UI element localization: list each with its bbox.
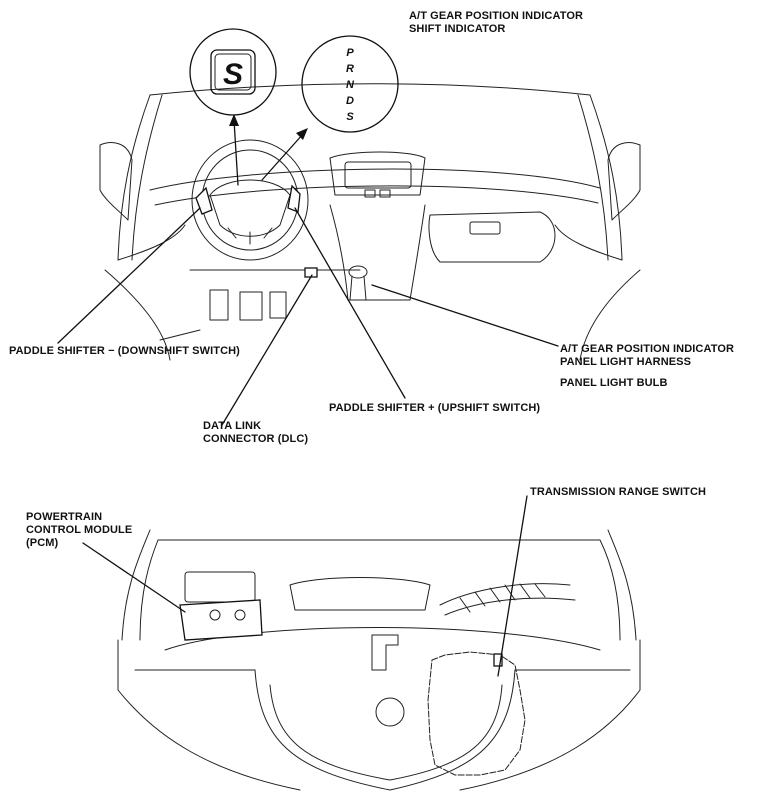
leader-arrows-indicators xyxy=(229,114,308,186)
leader-lines-interior xyxy=(57,207,559,426)
harness-label: A/T GEAR POSITION INDICATOR PANEL LIGHT … xyxy=(560,343,734,369)
dlc-label-line2: CONNECTOR (DLC) xyxy=(203,433,309,445)
gear-letter-list: P R N D S xyxy=(346,47,355,123)
pcm-label-line1: POWERTRAIN xyxy=(26,511,103,523)
paddle-up-label: PADDLE SHIFTER + (UPSHIFT SWITCH) xyxy=(329,402,541,414)
indicator-label-line1: A/T GEAR POSITION INDICATOR xyxy=(409,10,584,22)
harness-label-line1: A/T GEAR POSITION INDICATOR xyxy=(560,343,735,355)
indicator-label: A/T GEAR POSITION INDICATOR SHIFT INDICA… xyxy=(409,10,583,36)
gear-letter: P xyxy=(346,47,354,59)
pcm-label-line2: CONTROL MODULE xyxy=(26,524,133,536)
gear-position-circle xyxy=(301,35,399,133)
interior-drawing xyxy=(99,83,641,361)
shift-indicator-circle xyxy=(189,28,277,116)
leader-lines-engine xyxy=(82,495,528,677)
shift-indicator-char: S xyxy=(223,58,243,91)
harness-label-line2: PANEL LIGHT HARNESS xyxy=(560,356,692,368)
gear-letter: S xyxy=(346,111,354,123)
gear-letter: D xyxy=(346,95,354,107)
pcm-label: POWERTRAIN CONTROL MODULE (PCM) xyxy=(26,511,132,550)
gear-letter: N xyxy=(346,79,355,91)
indicator-label-line2: SHIFT INDICATOR xyxy=(409,23,506,35)
paddle-down-label: PADDLE SHIFTER − (DOWNSHIFT SWITCH) xyxy=(9,345,240,357)
dlc-label: DATA LINK CONNECTOR (DLC) xyxy=(203,420,308,446)
trs-label: TRANSMISSION RANGE SWITCH xyxy=(530,486,707,498)
bulb-label: PANEL LIGHT BULB xyxy=(560,377,668,389)
pcm-label-line3: (PCM) xyxy=(26,537,59,549)
dlc-label-line1: DATA LINK xyxy=(203,420,262,432)
engine-bay-drawing xyxy=(117,529,641,791)
gear-letter: R xyxy=(346,63,354,75)
